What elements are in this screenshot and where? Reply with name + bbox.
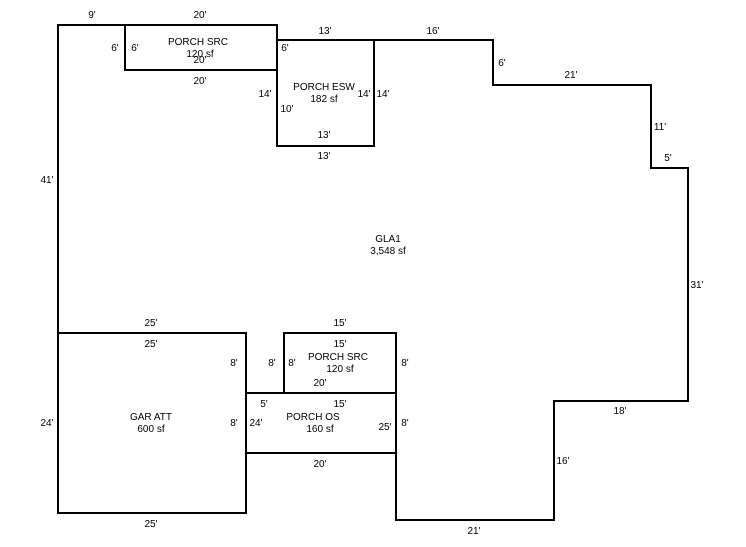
porch-os-name: PORCH OS — [286, 412, 340, 423]
dim-label: 20' — [193, 55, 206, 66]
dim-label: 14' — [258, 89, 271, 100]
porch-src-top-area: 120 sf — [186, 49, 213, 60]
porch-esw-outline — [276, 39, 375, 147]
dim-label: 6' — [111, 43, 119, 54]
gar-att-area: 600 sf — [137, 424, 164, 435]
dim-label: 5' — [260, 399, 268, 410]
porch-src-mid-name: PORCH SRC — [308, 352, 368, 363]
dim-label: 20' — [313, 378, 326, 389]
dim-label: 15' — [333, 339, 346, 350]
gla1-area: 3,548 sf — [370, 246, 406, 257]
gla1-name: GLA1 — [375, 234, 401, 245]
dim-label: 20' — [193, 76, 206, 87]
porch-os-outline — [245, 392, 397, 454]
dim-label: 25' — [144, 519, 157, 530]
dim-label: 25' — [144, 339, 157, 350]
porch-os-area: 160 sf — [306, 424, 333, 435]
dim-label: 16' — [556, 456, 569, 467]
dim-label: 21' — [564, 70, 577, 81]
dim-label: 5' — [664, 153, 672, 164]
dim-label: 10' — [280, 104, 293, 115]
dim-label: 6' — [498, 58, 506, 69]
dim-label: 8' — [401, 358, 409, 369]
dim-label: 20' — [193, 10, 206, 21]
dim-label: 18' — [613, 406, 626, 417]
dim-label: 6' — [281, 43, 289, 54]
dim-label: 24' — [249, 418, 262, 429]
dim-label: 13' — [317, 151, 330, 162]
gar-att-name: GAR ATT — [130, 412, 172, 423]
dim-label: 21' — [467, 526, 480, 537]
dim-label: 8' — [230, 418, 238, 429]
dim-label: 14' — [376, 89, 389, 100]
dim-label: 6' — [131, 43, 139, 54]
dim-label: 8' — [288, 358, 296, 369]
dim-label: 41' — [40, 175, 53, 186]
dim-label: 20' — [313, 459, 326, 470]
dim-label: 15' — [333, 318, 346, 329]
dim-label: 31' — [690, 280, 703, 291]
porch-src-top-name: PORCH SRC — [168, 37, 228, 48]
dim-label: 8' — [401, 418, 409, 429]
dim-label: 8' — [268, 358, 276, 369]
garage-outline — [57, 332, 247, 514]
dim-label: 24' — [40, 418, 53, 429]
dim-label: 13' — [318, 26, 331, 37]
dim-label: 11' — [654, 122, 666, 133]
dim-label: 16' — [426, 26, 439, 37]
dim-label: 14' — [357, 89, 370, 100]
dim-label: 15' — [333, 399, 346, 410]
porch-esw-area: 182 sf — [310, 94, 337, 105]
dim-label: 9' — [88, 10, 96, 21]
porch-esw-name: PORCH ESW — [293, 82, 355, 93]
porch-src-mid-area: 120 sf — [326, 364, 353, 375]
dim-label: 8' — [230, 358, 238, 369]
dim-label: 25' — [144, 318, 157, 329]
dim-label: 25' — [378, 422, 391, 433]
dim-label: 13' — [317, 130, 330, 141]
